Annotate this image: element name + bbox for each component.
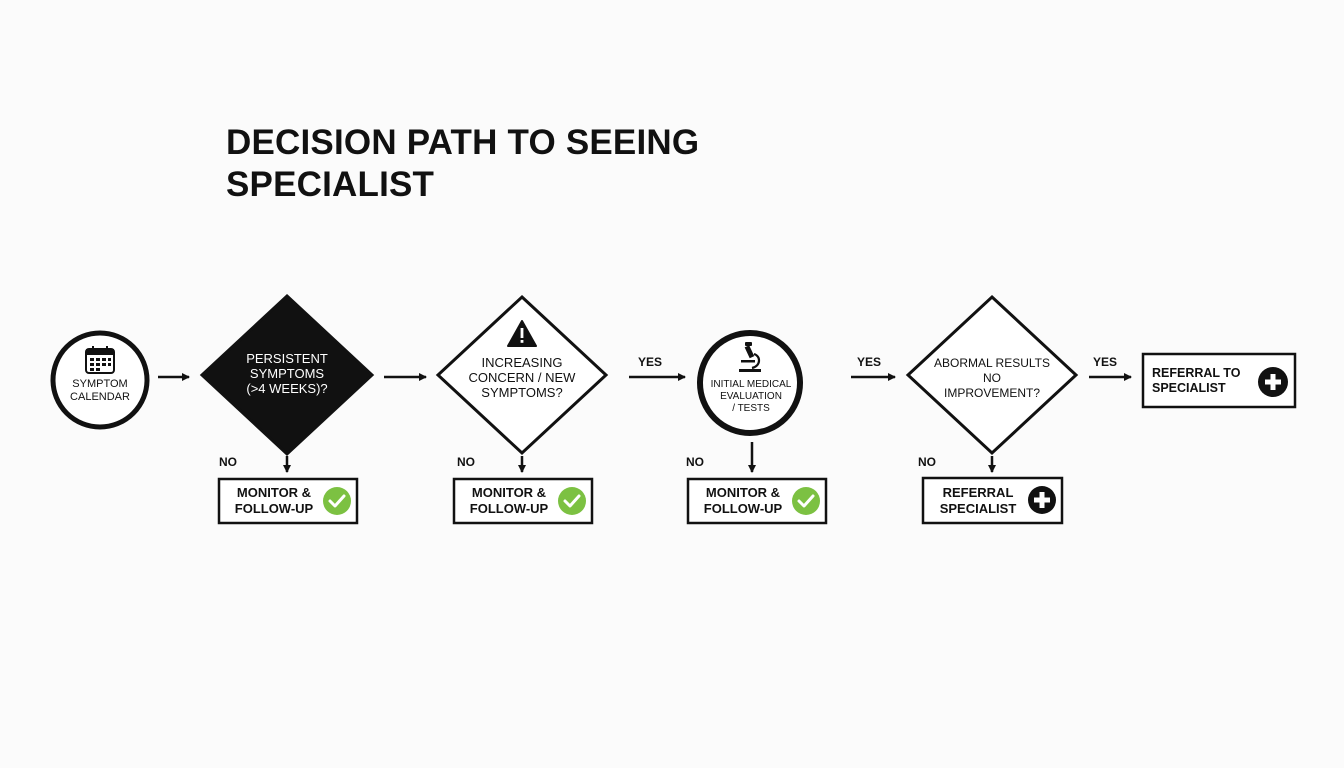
edge-label-yes-1: YES bbox=[638, 355, 663, 369]
monitor3-label-line-1: MONITOR & bbox=[705, 485, 781, 500]
edge-label-no-1: NO bbox=[219, 455, 237, 469]
decision3-label-line-1: ABORMAL RESULTS bbox=[933, 356, 1051, 370]
referral-final-label-line-1: REFERRAL TO bbox=[1152, 366, 1241, 380]
evaluation-label-line-1: INITIAL MEDICAL bbox=[710, 379, 792, 390]
edge-label-yes-2: YES bbox=[857, 355, 882, 369]
evaluation-label-line-3: / TESTS bbox=[732, 403, 770, 414]
evaluation-label-line-2: EVALUATION bbox=[720, 391, 782, 402]
evaluation-node-circle bbox=[697, 330, 803, 436]
check-icon bbox=[323, 487, 351, 515]
referral-final-label: REFERRAL TO SPECIALIST bbox=[1152, 366, 1258, 396]
check-icon bbox=[558, 487, 586, 515]
edge-label-no-4: NO bbox=[918, 455, 936, 469]
monitor3-label-line-2: FOLLOW-UP bbox=[703, 501, 783, 516]
decision1-label: PERSISTENT SYMPTOMS (>4 WEEKS)? bbox=[222, 351, 352, 396]
monitor2-label-line-2: FOLLOW-UP bbox=[469, 501, 549, 516]
monitor2-label: MONITOR & FOLLOW-UP bbox=[461, 485, 557, 517]
title-line-1: DECISION PATH TO SEEING bbox=[226, 123, 700, 162]
decision2-label-line-1: INCREASING bbox=[481, 355, 563, 370]
decision2-label: INCREASING CONCERN / NEW SYMPTOMS? bbox=[455, 355, 589, 400]
decision1-label-line-1: PERSISTENT bbox=[246, 351, 328, 366]
monitor1-label-line-1: MONITOR & bbox=[236, 485, 312, 500]
plus-icon bbox=[1258, 367, 1288, 397]
monitor3-label: MONITOR & FOLLOW-UP bbox=[695, 485, 791, 517]
referral-no-label: REFERRAL SPECIALIST bbox=[930, 485, 1026, 517]
decision1-label-line-2: SYMPTOMS bbox=[249, 366, 325, 381]
edge-label-no-3: NO bbox=[686, 455, 704, 469]
monitor2-label-line-1: MONITOR & bbox=[471, 485, 547, 500]
decision3-diamond bbox=[905, 294, 1079, 456]
warning-icon bbox=[507, 320, 537, 347]
evaluation-label: INITIAL MEDICAL EVALUATION / TESTS bbox=[703, 379, 799, 415]
decision1-diamond bbox=[199, 293, 375, 457]
microscope-icon bbox=[739, 342, 761, 372]
monitor1-label: MONITOR & FOLLOW-UP bbox=[226, 485, 322, 517]
start-node-label: SYMPTOM CALENDAR bbox=[55, 378, 145, 404]
page-title: DECISION PATH TO SEEING SPECIALIST bbox=[226, 122, 846, 206]
start-node-circle bbox=[50, 330, 150, 430]
decision3-label-line-3: IMPROVEMENT? bbox=[943, 386, 1040, 400]
decision2-label-line-3: SYMPTOMS? bbox=[481, 385, 563, 400]
plus-icon bbox=[1028, 486, 1056, 514]
decision1-label-line-3: (>4 WEEKS)? bbox=[246, 381, 328, 396]
edge-label-no-2: NO bbox=[457, 455, 475, 469]
calendar-icon bbox=[85, 346, 115, 374]
decision2-diamond bbox=[435, 294, 609, 456]
start-label-line-2: CALENDAR bbox=[70, 391, 130, 403]
monitor1-label-line-2: FOLLOW-UP bbox=[234, 501, 314, 516]
title-line-2: SPECIALIST bbox=[226, 165, 435, 204]
check-icon bbox=[792, 487, 820, 515]
edge-label-yes-3: YES bbox=[1093, 355, 1118, 369]
decision2-label-line-2: CONCERN / NEW bbox=[468, 370, 576, 385]
decision3-label: ABORMAL RESULTS NO IMPROVEMENT? bbox=[925, 356, 1059, 401]
referral-no-label-line-2: SPECIALIST bbox=[939, 501, 1017, 516]
start-label-line-1: SYMPTOM bbox=[72, 378, 128, 390]
referral-final-label-line-2: SPECIALIST bbox=[1152, 381, 1226, 395]
referral-no-label-line-1: REFERRAL bbox=[942, 485, 1014, 500]
decision3-label-line-2: NO bbox=[983, 371, 1001, 385]
